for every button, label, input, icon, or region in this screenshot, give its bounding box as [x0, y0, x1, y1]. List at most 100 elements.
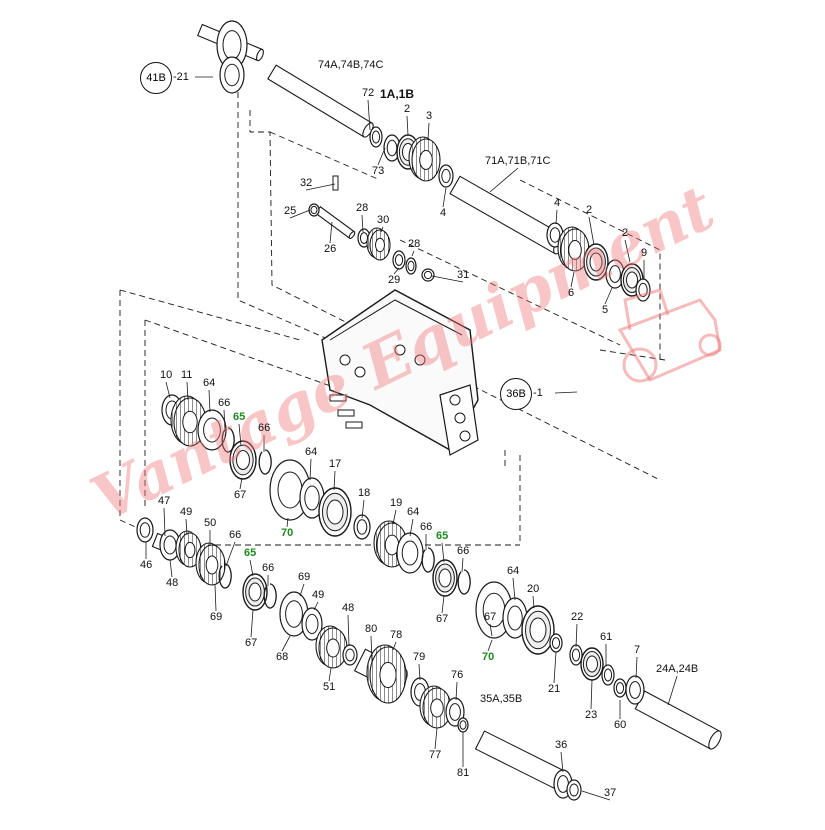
callout-72: 72 — [362, 87, 375, 99]
leader-r-36b — [554, 391, 578, 394]
leader-65c — [249, 559, 254, 577]
collar-73 — [383, 134, 401, 162]
callout-25: 25 — [284, 205, 297, 217]
tractor-watermark-icon — [617, 288, 722, 383]
leader-6 — [570, 271, 575, 288]
leader-71abc — [489, 167, 519, 193]
leader-3 — [427, 122, 430, 141]
leader-80 — [370, 635, 373, 663]
leader-64b — [309, 458, 312, 481]
callout-68: 68 — [276, 651, 289, 663]
callout-46: 46 — [140, 559, 153, 571]
ring-64b — [299, 477, 325, 519]
leader-31 — [431, 275, 464, 283]
leader-2a — [406, 115, 409, 136]
callout-2b: 2 — [586, 204, 593, 216]
tractor-body — [617, 298, 722, 382]
leader-64a — [208, 389, 211, 413]
bearing-20 — [521, 605, 555, 655]
callout-4a: 4 — [440, 207, 447, 219]
ring-81 — [457, 717, 469, 733]
callout-37: 37 — [604, 787, 617, 799]
callout-69b: 69 — [298, 571, 311, 583]
callout-65c: 65 — [244, 547, 257, 559]
ref-circle-36b: 36B — [500, 378, 532, 410]
callout-28a: 28 — [356, 202, 369, 214]
callout-2a: 2 — [404, 103, 411, 115]
leader-28b — [411, 250, 415, 257]
callout-70a: 70 — [281, 527, 294, 539]
leader-11 — [186, 381, 189, 401]
leader-67b — [441, 595, 445, 614]
callout-64a: 64 — [203, 377, 216, 389]
callout-78: 78 — [390, 629, 403, 641]
gear-30 — [366, 227, 391, 261]
callout-21: 21 — [548, 683, 561, 695]
callout-18: 18 — [358, 487, 371, 499]
leader-66a — [223, 409, 226, 431]
spacer-72 — [369, 126, 383, 148]
leader-47 — [163, 507, 166, 537]
ring-22 — [569, 644, 583, 666]
snap-66e — [218, 563, 232, 589]
leader-78 — [392, 641, 397, 651]
hub-65c — [242, 573, 268, 611]
callout-70b: 70 — [482, 651, 495, 663]
washer-31 — [421, 268, 435, 282]
callout-66d: 66 — [457, 545, 470, 557]
callout-31: 31 — [457, 269, 470, 281]
seal-7 — [625, 675, 645, 705]
callout-35ab: 35A,35B — [480, 693, 523, 705]
leader-28a — [361, 214, 364, 233]
leader-36 — [560, 751, 564, 773]
callout-6: 6 — [568, 287, 575, 299]
leader-21 — [553, 651, 557, 684]
callout-49b: 49 — [312, 589, 325, 601]
leader-64d — [512, 577, 516, 601]
callout-67c: 67 — [245, 637, 258, 649]
tractor-cab — [623, 288, 670, 331]
callout-67b: 67 — [436, 613, 449, 625]
callout-67d: 67 — [484, 611, 497, 623]
leader-73 — [377, 147, 386, 166]
leader-20 — [532, 595, 535, 609]
ring-76 — [445, 697, 465, 727]
leader-66e — [225, 541, 236, 567]
snap-66f — [263, 583, 277, 609]
callout-10: 10 — [160, 369, 173, 381]
ring-37 — [566, 779, 582, 801]
leader-51 — [328, 667, 332, 682]
gear-50 — [195, 542, 226, 586]
callout-23: 23 — [585, 709, 598, 721]
leader-68 — [281, 635, 291, 652]
callout-17: 17 — [329, 458, 342, 470]
flange-plate-lower — [219, 56, 245, 94]
leader-67c — [250, 609, 254, 638]
hub-65b — [432, 559, 458, 597]
leader-2b — [588, 216, 595, 246]
ring-25 — [308, 203, 320, 217]
callout-1ab: 1A,1B — [380, 87, 415, 101]
callout-4b: 4 — [554, 197, 561, 209]
ring-49b — [301, 607, 323, 641]
callout-66e: 66 — [229, 529, 242, 541]
guide-line — [119, 289, 301, 341]
callout-36: 36 — [555, 739, 568, 751]
callout-67a: 67 — [234, 489, 247, 501]
guide-line — [519, 179, 661, 360]
leader-24ab — [667, 675, 678, 706]
leader-67a — [239, 477, 243, 490]
callout-3: 3 — [426, 110, 433, 122]
leader-79 — [418, 663, 421, 681]
ref-circle-suffix-41b: -21 — [173, 71, 189, 83]
callout-19: 19 — [390, 497, 403, 509]
leader-4b — [555, 209, 558, 225]
callout-76: 76 — [451, 669, 464, 681]
leader-25 — [289, 209, 311, 219]
callout-28b: 28 — [408, 238, 421, 250]
leader-64c — [409, 518, 414, 537]
callout-20: 20 — [527, 583, 540, 595]
collar-64c — [396, 532, 424, 574]
pin-32 — [332, 175, 339, 191]
